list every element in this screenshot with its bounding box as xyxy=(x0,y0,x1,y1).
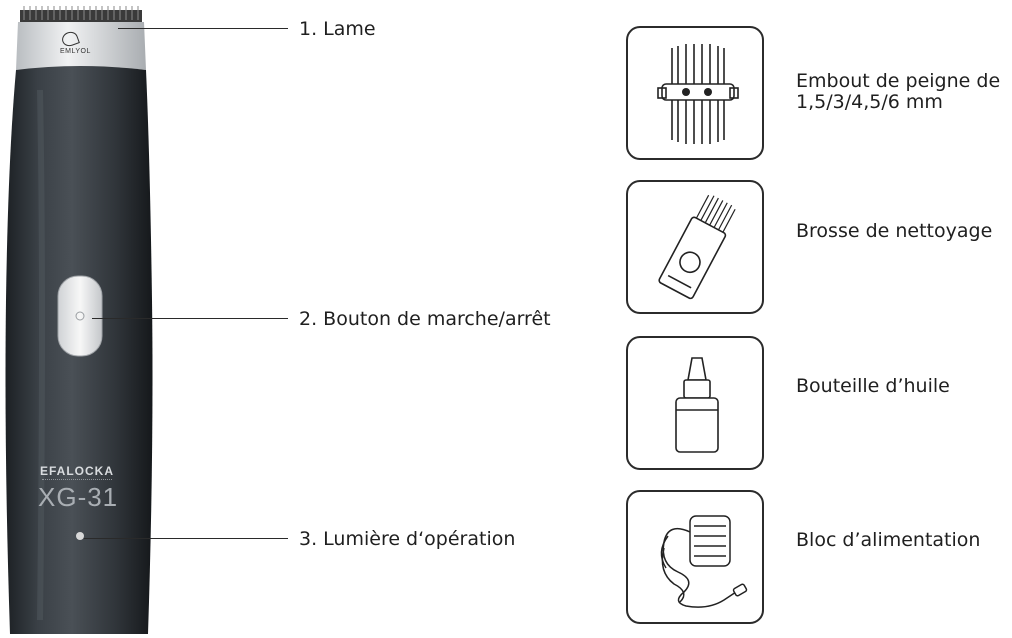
accessory-box-oil xyxy=(626,336,764,470)
model-name: XG-31 xyxy=(38,482,119,512)
accessory-label-adapter: Bloc d’alimentation xyxy=(796,530,980,551)
accessory-label-oil-line1: Bouteille d’huile xyxy=(796,375,950,397)
accessory-box-brush xyxy=(626,180,764,314)
callout-line-power-button xyxy=(92,318,288,319)
accessory-label-comb: Embout de peigne de 1,5/3/4,5/6 mm xyxy=(796,71,1000,113)
callout-label-blade: 1. Lame xyxy=(299,18,376,40)
oil-bottle-icon xyxy=(675,357,719,453)
brand-subline xyxy=(42,479,112,482)
callout-label-power-button: 2. Bouton de marche/arrêt xyxy=(299,308,551,330)
blade-teeth xyxy=(20,6,142,22)
operation-light-dot xyxy=(76,532,84,540)
accessory-box-comb xyxy=(626,26,764,160)
hair-clipper-illustration xyxy=(5,6,153,634)
accessory-box-adapter xyxy=(626,490,764,624)
blade-housing xyxy=(16,22,146,70)
accessory-label-adapter-line1: Bloc d’alimentation xyxy=(796,529,981,551)
callout-line-blade xyxy=(118,28,288,29)
accessory-label-oil: Bouteille d’huile xyxy=(796,376,950,397)
cleaning-brush-icon xyxy=(658,194,736,300)
accessory-label-brush-line1: Brosse de nettoyage xyxy=(796,220,993,242)
accessory-label-comb-line2: 1,5/3/4,5/6 mm xyxy=(796,91,943,113)
comb-attachment-icon xyxy=(657,44,739,144)
power-adapter-icon xyxy=(660,515,748,608)
small-logo-text: EMLYOL xyxy=(60,48,91,55)
brand-name: EFALOCKA xyxy=(40,464,114,478)
accessory-label-comb-line1: Embout de peigne de xyxy=(796,70,1001,92)
callout-label-operation-light: 3. Lumière d‘opération xyxy=(299,528,516,550)
hair-clipper: EMLYOL EFALOCKA XG-31 xyxy=(0,0,160,634)
accessory-label-brush: Brosse de nettoyage xyxy=(796,221,992,242)
callout-line-operation-light xyxy=(84,538,288,539)
power-button-shape xyxy=(57,275,103,357)
